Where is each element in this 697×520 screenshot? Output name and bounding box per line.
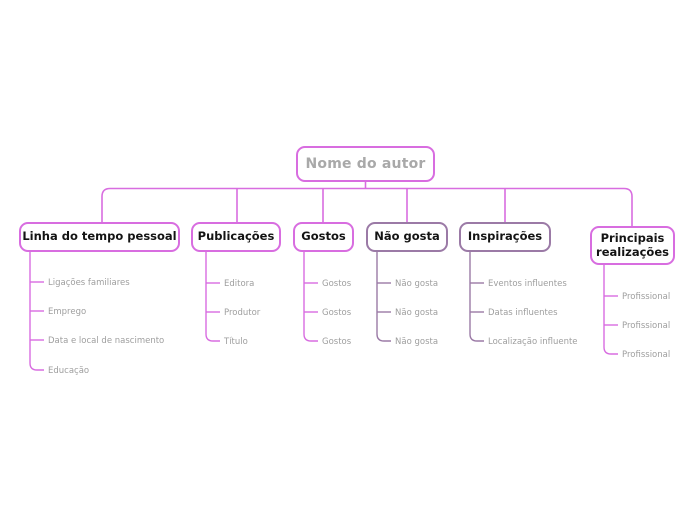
spine-branch-6	[603, 265, 618, 355]
leaf-item[interactable]: Gostos	[322, 337, 352, 347]
leaf-item[interactable]: Não gosta	[395, 337, 439, 347]
leaf-item[interactable]: Profissional	[622, 292, 671, 302]
leaf-item[interactable]: Não gosta	[395, 308, 439, 318]
leaf-item[interactable]: Data e local de nascimento	[48, 336, 165, 346]
leaf-item[interactable]: Editora	[224, 279, 255, 289]
node-branch-inspiracoes[interactable]: Inspirações	[459, 222, 551, 252]
leaf-item[interactable]: Datas influentes	[488, 308, 558, 318]
leaf-item[interactable]: Produtor	[224, 308, 261, 318]
leaf-item[interactable]: Eventos influentes	[488, 279, 567, 289]
leaf-item[interactable]: Profissional	[622, 321, 671, 331]
node-branch-label: Não gosta	[374, 229, 440, 244]
node-branch-linha-do-tempo-pessoal[interactable]: Linha do tempo pessoal	[19, 222, 180, 252]
node-branch-label-line1: Principais	[600, 230, 665, 245]
spine-branch-4	[376, 252, 391, 342]
node-branch-publicacoes[interactable]: Publicações	[191, 222, 281, 252]
node-branch-nao-gosta[interactable]: Não gosta	[366, 222, 448, 252]
node-branch-principais-realizacoes[interactable]: Principais realizações	[590, 226, 675, 265]
connector-bus-left	[101, 187, 366, 222]
spine-branch-2	[205, 252, 220, 342]
node-branch-gostos[interactable]: Gostos	[293, 222, 354, 252]
leaf-item[interactable]: Profissional	[622, 350, 671, 360]
leaf-item[interactable]: Título	[224, 337, 248, 347]
node-branch-label: Gostos	[301, 229, 346, 244]
spine-branch-5	[469, 252, 484, 342]
node-branch-label: Linha do tempo pessoal	[22, 229, 177, 244]
node-branch-label-line2: realizações	[596, 244, 669, 259]
spine-branch-1	[29, 252, 44, 371]
leaf-item[interactable]: Gostos	[322, 308, 352, 318]
leaf-item[interactable]: Ligações familiares	[48, 278, 130, 288]
leaf-item[interactable]: Localização influente	[488, 337, 578, 347]
leaf-item[interactable]: Gostos	[322, 279, 352, 289]
node-branch-label: Inspirações	[467, 229, 543, 244]
spine-branch-3	[303, 252, 318, 342]
node-root-label: Nome do autor	[305, 155, 426, 172]
leaf-item[interactable]: Não gosta	[395, 279, 439, 289]
leaf-item[interactable]: Emprego	[48, 307, 87, 317]
node-root[interactable]: Nome do autor	[296, 146, 435, 182]
node-branch-label: Publicações	[197, 229, 275, 244]
leaf-item[interactable]: Educação	[48, 366, 90, 376]
connector-bus-right	[365, 187, 633, 226]
